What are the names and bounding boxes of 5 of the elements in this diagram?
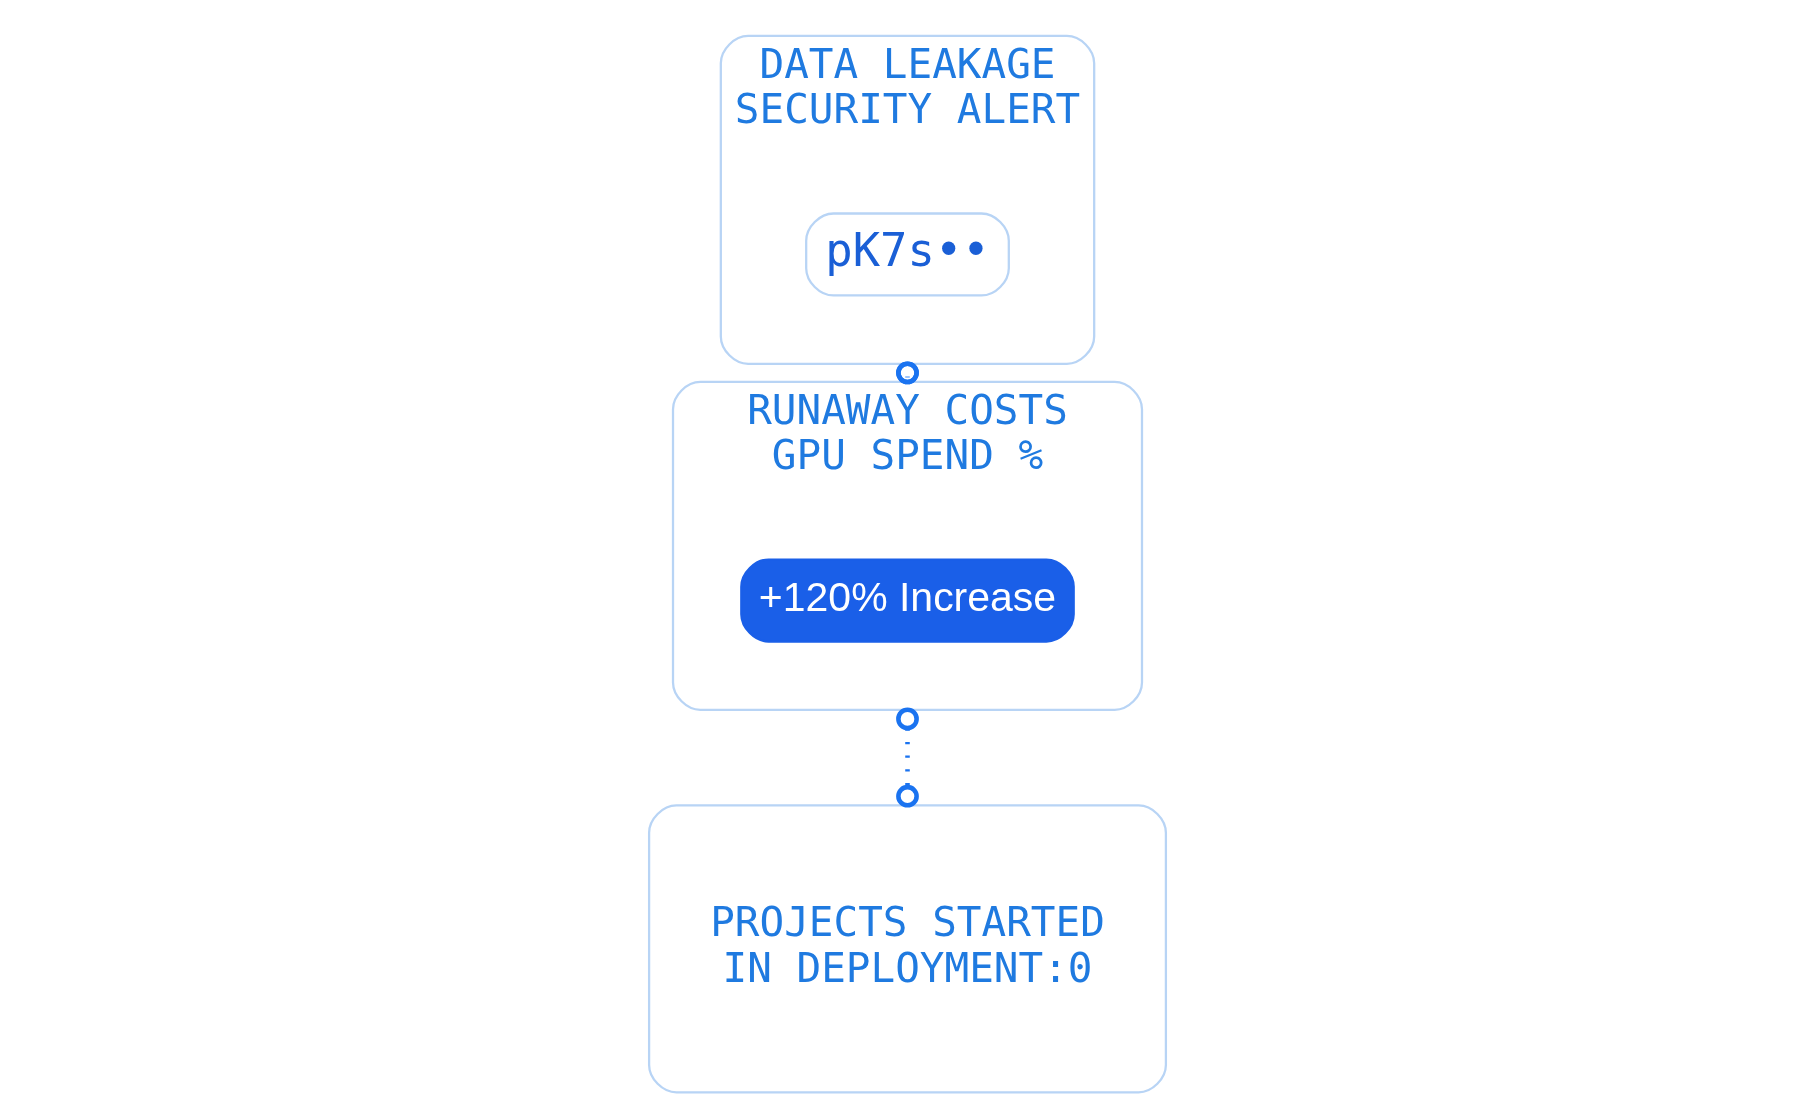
connector — [895, 707, 919, 808]
node-box: +120% Increase — [739, 558, 1075, 643]
connector — [895, 361, 919, 385]
node-box: PROJECTS STARTED IN DEPLOYMENT:0 — [647, 804, 1167, 1094]
node-box: pK7s•• — [804, 212, 1010, 297]
